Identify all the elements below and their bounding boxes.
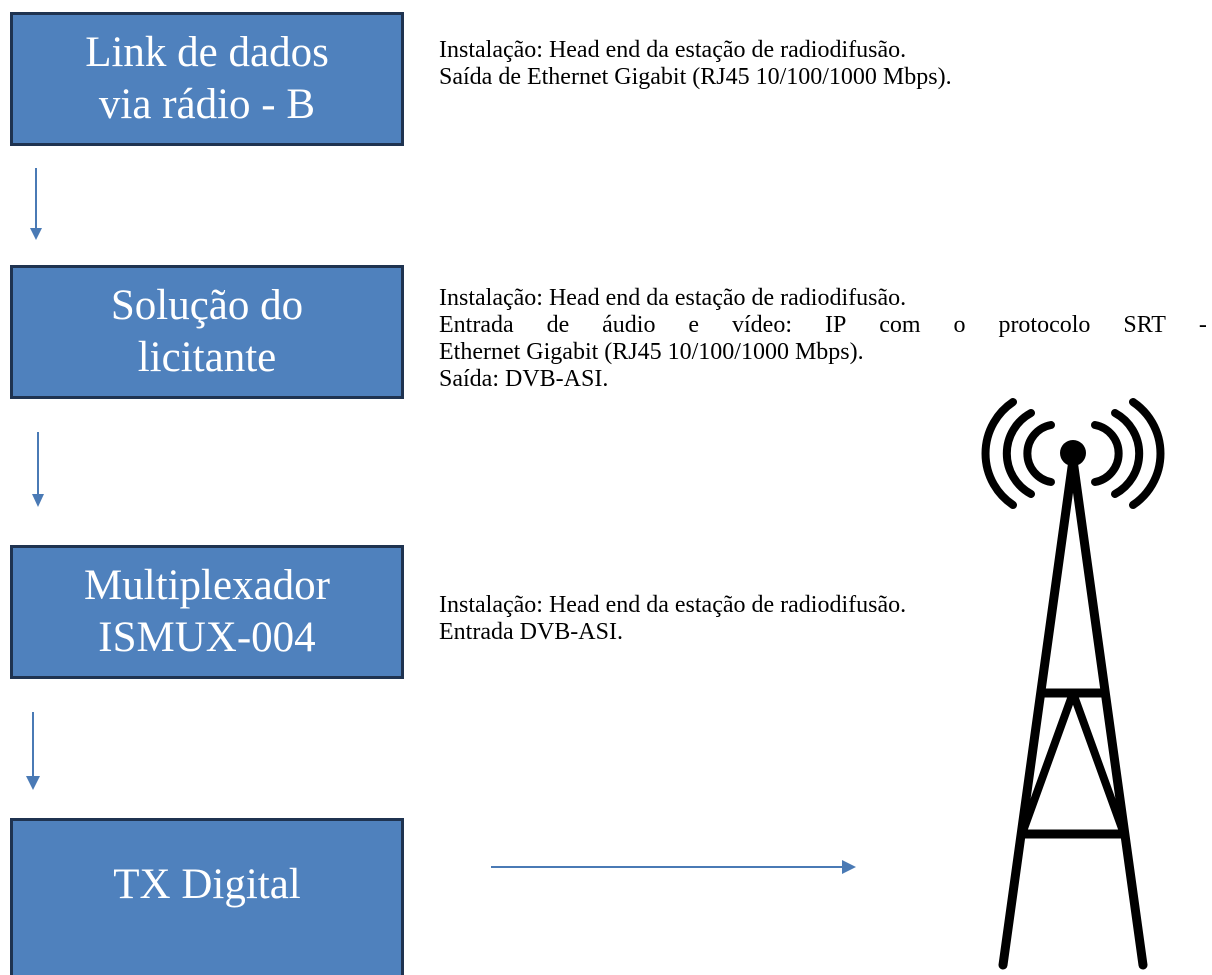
justified-word: vídeo:	[732, 312, 793, 338]
box-tx-digital-line-1: TX Digital	[113, 861, 301, 908]
description-radio-data-link-line-1: Instalação: Head end da estação de radio…	[439, 37, 907, 63]
description-multiplexer-line-2: Entrada DVB-ASI.	[439, 619, 623, 645]
justified-word: áudio	[602, 312, 656, 338]
box-bidder-solution: Solução do licitante	[10, 265, 404, 399]
box-radio-data-link-line-1: Link de dados	[85, 29, 329, 76]
description-bidder-solution-line-2: Entrada de áudio e vídeo: IP com o protocolo SRT -	[439, 312, 1207, 339]
box-multiplexer-line-1: Multiplexador	[83, 562, 330, 609]
justified-word: o	[953, 312, 966, 338]
justified-word: Entrada	[439, 312, 514, 338]
description-bidder-solution-line-4: Saída: DVB-ASI.	[439, 366, 609, 392]
box-bidder-solution-line-1: Solução do	[110, 282, 304, 329]
box-multiplexer-line-2: ISMUX-004	[98, 614, 316, 661]
justified-word: de	[546, 312, 570, 338]
justified-word: IP	[824, 312, 847, 338]
description-multiplexer-line-1: Instalação: Head end da estação de radio…	[439, 592, 907, 618]
box-multiplexer: Multiplexador ISMUX-004	[10, 545, 404, 679]
arrow-tx-to-antenna	[491, 860, 856, 874]
description-radio-data-link: Instalação: Head end da estação de radio…	[439, 37, 952, 91]
box-bidder-solution-line-2: licitante	[137, 334, 277, 381]
arrow-box3-to-box4	[26, 712, 40, 790]
description-bidder-solution: Instalação: Head end da estação de radio…	[439, 285, 1207, 393]
box-tx-digital: TX Digital	[10, 818, 404, 975]
justified-word: SRT	[1123, 312, 1166, 338]
justified-word: protocolo	[998, 312, 1091, 338]
radio-tower-icon	[981, 398, 1165, 970]
description-radio-data-link-line-2: Saída de Ethernet Gigabit (RJ45 10/100/1…	[439, 64, 952, 90]
box-radio-data-link: Link de dados via rádio - B	[10, 12, 404, 146]
arrow-box1-to-box2	[30, 168, 42, 240]
arrow-box2-to-box3	[32, 432, 44, 507]
description-multiplexer: Instalação: Head end da estação de radio…	[439, 592, 906, 646]
box-radio-data-link-line-2: via rádio - B	[98, 81, 316, 128]
justified-word: e	[688, 312, 700, 338]
description-bidder-solution-line-1: Instalação: Head end da estação de radio…	[439, 285, 907, 311]
justified-word: com	[879, 312, 921, 338]
justified-word: -	[1198, 312, 1207, 338]
description-bidder-solution-line-3: Ethernet Gigabit (RJ45 10/100/1000 Mbps)…	[439, 339, 864, 365]
